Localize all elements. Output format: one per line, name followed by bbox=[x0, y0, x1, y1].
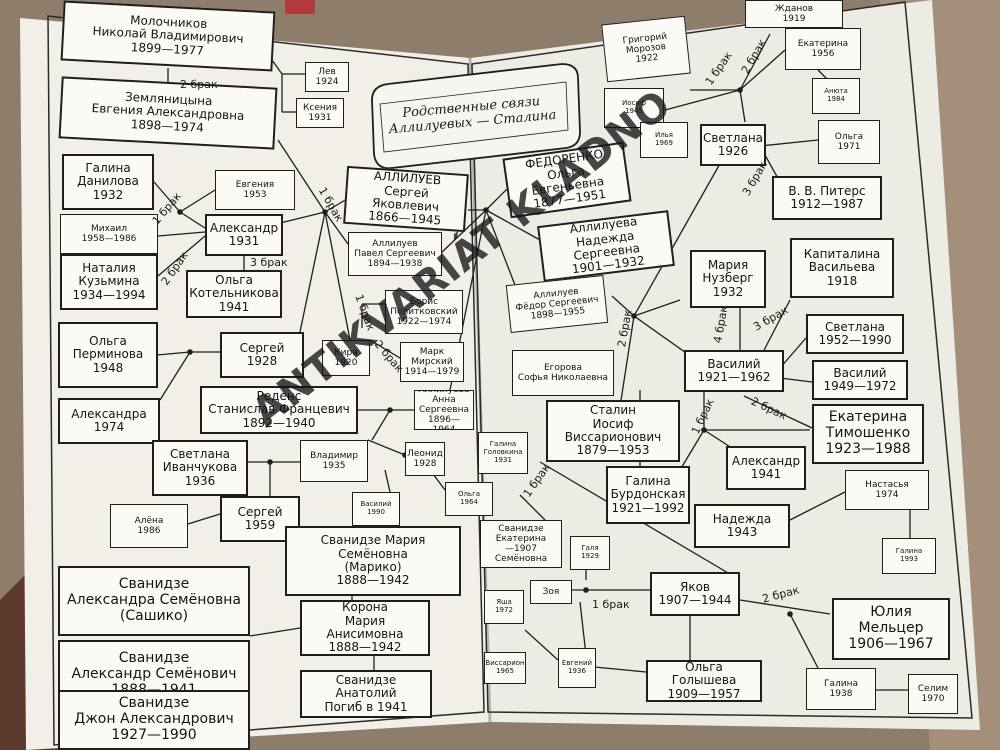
person-egorova: Егорова Софья Николаевна bbox=[512, 350, 614, 396]
person-lev: Лев 1924 bbox=[305, 62, 349, 92]
person-olga-golysheva: Ольга Голышева 1909—1957 bbox=[646, 660, 762, 702]
person-svanidze-aleksandra: Сванидзе Александра Семёновна (Сашико) bbox=[58, 566, 250, 636]
person-vasily-1921: Василий 1921—1962 bbox=[684, 350, 784, 392]
person-vissarion: Виссарион 1965 bbox=[484, 652, 526, 684]
person-yasha: Яша 1972 bbox=[484, 590, 524, 624]
person-anyuta: Анюта 1984 bbox=[812, 78, 860, 114]
person-kseniya: Ксения 1931 bbox=[296, 98, 344, 128]
person-alliluev-sergei: АЛЛИЛУЕВ Сергей Яковлевич 1866—1945 bbox=[343, 165, 469, 233]
person-galina-golovkina: Галина Головкина 1931 bbox=[478, 432, 528, 474]
person-fedor-alliluev: Аллилуев Фёдор Сергеевич 1898—1955 bbox=[505, 275, 609, 333]
person-galina-danilova: Галина Данилова 1932 bbox=[62, 154, 154, 210]
person-aleksandr-1931: Александр 1931 bbox=[205, 214, 283, 256]
person-vasily-1990: Василий 1990 bbox=[352, 492, 400, 526]
person-galya: Галя 1929 bbox=[570, 536, 610, 570]
person-svanidze-mariya: Сванидзе Мария Семёновна (Марико) 1888—1… bbox=[285, 526, 461, 596]
person-ekaterina-timoshenko: Екатерина Тимошенко 1923—1988 bbox=[812, 404, 924, 464]
person-olga-kotelnikova: Ольга Котельникова 1941 bbox=[186, 270, 282, 318]
person-nataliya-kuzmina: Наталия Кузьмина 1934—1994 bbox=[60, 254, 158, 310]
person-galina-1938: Галина 1938 bbox=[806, 668, 876, 710]
person-vladimir: Владимир 1935 bbox=[300, 440, 368, 482]
marriage-label: 3 брак bbox=[250, 256, 288, 269]
person-selim: Селим 1970 bbox=[908, 674, 958, 714]
person-zoya: Зоя bbox=[530, 580, 572, 604]
person-alliluева-anna: Аллилуева Анна Сергеевна 1896—1964 bbox=[414, 390, 474, 430]
person-kapitalina: Капиталина Васильева 1918 bbox=[790, 238, 894, 298]
person-ekaterina-1956: Екатерина 1956 bbox=[785, 28, 861, 70]
person-sergei-1928: Сергей 1928 bbox=[220, 332, 304, 378]
person-leonid: Леонид 1928 bbox=[405, 442, 445, 476]
person-zemlyanitsyna: Земляницына Евгения Александровна 1898—1… bbox=[58, 76, 278, 150]
person-aleksandra-1974: Александра 1974 bbox=[58, 398, 160, 444]
person-alliluev-pavel: Аллилуев Павел Сергеевич 1894—1938 bbox=[348, 232, 442, 276]
person-redens: Реденс Станислав Францевич 1892—1940 bbox=[200, 386, 358, 434]
person-aleksandr-1941: Александр 1941 bbox=[726, 446, 806, 490]
person-evgeny: Евгений 1936 bbox=[558, 648, 596, 688]
title-scroll-frame bbox=[371, 63, 581, 170]
person-alena: Алёна 1986 bbox=[110, 504, 188, 548]
person-mark-mirsky: Марк Мирский 1914—1979 bbox=[400, 342, 464, 382]
person-galina-1993: Галина 1993 bbox=[882, 538, 936, 574]
person-iosif-1945: Иосиф 1945 bbox=[604, 88, 664, 128]
person-vasily-1949: Василий 1949—1972 bbox=[812, 360, 908, 400]
person-svetlana-ivanchukova: Светлана Иванчукова 1936 bbox=[152, 440, 248, 496]
person-stalin: Сталин Иосиф Виссарионович 1879—1953 bbox=[546, 400, 680, 462]
person-nastasya: Настасья 1974 bbox=[845, 470, 929, 510]
person-kira: Кира 1920 bbox=[322, 340, 370, 376]
marriage-label: 2 брак bbox=[180, 78, 218, 91]
person-svanidze-ekaterina: Сванидзе Екатерина —1907 Семёновна bbox=[480, 520, 562, 568]
person-nadezhda-1943: Надежда 1943 bbox=[694, 504, 790, 548]
person-galina-burdonskaya: Галина Бурдонская 1921—1992 bbox=[606, 466, 690, 524]
person-korona: Корона Мария Анисимовна 1888—1942 bbox=[300, 600, 430, 656]
person-piters: В. В. Питерс 1912—1987 bbox=[772, 176, 882, 220]
marriage-label: 1 брак bbox=[592, 598, 630, 611]
person-zhdanov: Жданов 1919 bbox=[745, 0, 843, 28]
person-olga-1964: Ольга 1964 bbox=[445, 482, 493, 516]
person-olga-1971: Ольга 1971 bbox=[818, 120, 880, 164]
person-svanidze-anatoly: Сванидзе Анатолий Погиб в 1941 bbox=[300, 670, 432, 718]
person-ilya: Илья 1969 bbox=[640, 122, 688, 158]
person-boris-politkovsky: Борис Политковский 1922—1974 bbox=[385, 290, 463, 334]
person-grigory-morozov: Григорий Морозов 1922 bbox=[601, 15, 691, 83]
page-frame-left bbox=[47, 15, 485, 746]
person-mikhail: Михаил 1958—1986 bbox=[60, 214, 158, 254]
person-molochnikov: Молочников Николай Владимирович 1899—197… bbox=[60, 0, 276, 72]
person-yakov: Яков 1907—1944 bbox=[650, 572, 740, 616]
person-evgeniya-1953: Евгения 1953 bbox=[215, 170, 295, 210]
person-svanidze-dzhon: Сванидзе Джон Александрович 1927—1990 bbox=[58, 690, 250, 750]
person-olga-perminova: Ольга Перминова 1948 bbox=[58, 322, 158, 388]
person-svetlana-1926: Светлана 1926 bbox=[700, 124, 766, 166]
person-sergei-1959: Сергей 1959 bbox=[220, 496, 300, 542]
person-mariya-nuzberg: Мария Нузберг 1932 bbox=[690, 250, 766, 308]
person-svetlana-1952: Светлана 1952—1990 bbox=[806, 314, 904, 354]
person-yuliya-meltser: Юлия Мельцер 1906—1967 bbox=[832, 598, 950, 660]
